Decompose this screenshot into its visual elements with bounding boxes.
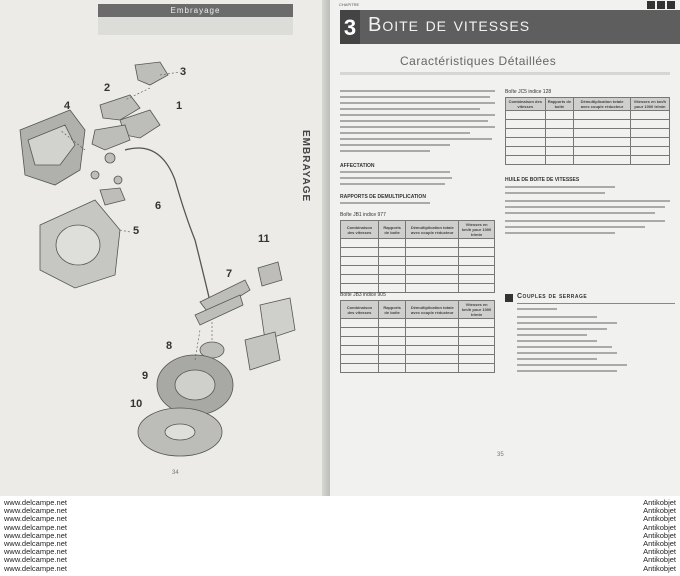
- callout-11: 11: [258, 233, 270, 245]
- col-demultiplication: Démultiplication totale avec couple rédu…: [405, 300, 460, 319]
- watermark-line: Antikobjet: [643, 514, 676, 524]
- section-huile: HUILE DE BOITE DE VITESSES: [505, 177, 580, 183]
- huile-text: [505, 186, 670, 234]
- col-combinaison: Combinaison des vitesses: [340, 300, 379, 319]
- col-vitesses: Vitesses en km/h pour 1000 tr/min: [458, 300, 495, 319]
- watermark-line: www.delcampe.net: [4, 563, 67, 573]
- table-row: [505, 155, 671, 165]
- side-title: EMBRAYAGE: [300, 130, 311, 203]
- table-row: [340, 238, 495, 248]
- couples-title: Couples de serrage: [517, 293, 588, 300]
- watermark-line: Antikobjet: [643, 547, 676, 557]
- section-marker: [505, 294, 513, 302]
- watermark-line: Antikobjet: [643, 555, 676, 565]
- subtitle-underline: [340, 72, 670, 75]
- couples-rule: [517, 303, 675, 304]
- clutch-cable: [124, 147, 213, 311]
- col-combinaison: Combinaison des vitesses: [505, 97, 546, 111]
- table-row: [340, 283, 495, 293]
- watermark-right-column: Antikobjet Antikobjet Antikobjet Antikob…: [643, 498, 676, 573]
- clutch-exploded-diagram: [19, 61, 296, 457]
- watermark-line: Antikobjet: [643, 563, 676, 573]
- callout-9: 9: [142, 370, 149, 382]
- nav-square-3: [667, 1, 675, 9]
- couples-text: [517, 308, 627, 372]
- table-row: [340, 274, 495, 284]
- chapter-title: Boite de vitesses: [368, 14, 531, 36]
- table-row: [340, 354, 495, 364]
- table-row: [340, 318, 495, 328]
- chapter-label: CHAPITRE: [339, 2, 360, 7]
- table-row: [505, 119, 671, 129]
- table-row: [340, 363, 495, 373]
- section-affectation: AFFECTATION: [340, 163, 375, 169]
- table-row: [505, 146, 671, 156]
- table-row: [340, 265, 495, 275]
- callout-2: 2: [104, 82, 111, 94]
- watermark-line: Antikobjet: [643, 498, 676, 507]
- table2-title: Boîte JB3 indice 905: [340, 292, 386, 298]
- watermark-line: www.delcampe.net: [4, 555, 67, 565]
- couples-de-serrage-header: Couples de serrage: [505, 293, 675, 304]
- release-bearing: [257, 261, 283, 287]
- watermark-line: www.delcampe.net: [4, 498, 67, 507]
- table1-title: Boîte JB1 indice 977: [340, 212, 386, 218]
- col-vitesses: Vitesses en km/h pour 1000 tr/min: [629, 97, 671, 111]
- table3-title: Boîte JC5 indice 128: [505, 89, 552, 95]
- table-row: [340, 336, 495, 346]
- watermark-line: Antikobjet: [643, 539, 676, 549]
- watermark-line: www.delcampe.net: [4, 514, 67, 524]
- watermark-line: www.delcampe.net: [4, 547, 67, 557]
- watermark-line: www.delcampe.net: [4, 506, 67, 516]
- table-row: [340, 327, 495, 337]
- col-rapports: Rapports de boîte: [377, 220, 407, 239]
- table-row: [505, 137, 671, 147]
- affectation-text: [340, 171, 452, 185]
- callout-1: 1: [176, 100, 183, 112]
- chapter-number: 3: [340, 10, 360, 44]
- watermark-line: Antikobjet: [643, 522, 676, 532]
- right-page-number: 35: [497, 452, 504, 458]
- rapports-text: [340, 202, 430, 204]
- col-vitesses: Vitesses en km/h pour 1000 tr/min: [458, 220, 495, 239]
- nav-square-2: [657, 1, 665, 9]
- col-demultiplication: Démultiplication totale avec couple rédu…: [405, 220, 460, 239]
- callout-6: 6: [155, 200, 162, 212]
- section-subtitle: Caractéristiques Détaillées: [400, 54, 557, 68]
- left-page-number: 34: [172, 470, 179, 476]
- table-row: [340, 345, 495, 355]
- callout-7: 7: [226, 268, 233, 280]
- col-demultiplication: Démultiplication totale avec couple rédu…: [573, 97, 631, 111]
- left-page-header: Embrayage: [98, 4, 293, 17]
- table-row: [505, 110, 671, 120]
- left-page: Embrayage: [0, 0, 330, 496]
- book-spread: Embrayage: [0, 0, 680, 496]
- watermark-line: Antikobjet: [643, 530, 676, 540]
- section-rapports: RAPPORTS DE DEMULTIPLICATION: [340, 194, 426, 200]
- header-shadow: [98, 17, 293, 35]
- callout-4: 4: [64, 100, 71, 112]
- col-rapports: Rapports de boîte: [544, 97, 575, 111]
- nav-square-1: [647, 1, 655, 9]
- watermark-line: www.delcampe.net: [4, 530, 67, 540]
- callout-10: 10: [130, 398, 143, 410]
- watermark-line: www.delcampe.net: [4, 539, 67, 549]
- table-row: [340, 256, 495, 266]
- callout-3: 3: [180, 66, 187, 78]
- watermark-line: Antikobjet: [643, 506, 676, 516]
- col-rapports: Rapports de boîte: [377, 300, 407, 319]
- intro-text-block: [340, 90, 495, 152]
- chapter-banner: Boite de vitesses: [360, 10, 680, 44]
- table-row: [505, 128, 671, 138]
- watermark-line: www.delcampe.net: [4, 522, 67, 532]
- watermark-left-column: www.delcampe.net www.delcampe.net www.de…: [4, 498, 67, 573]
- callout-5: 5: [133, 225, 140, 237]
- callout-8: 8: [166, 340, 173, 352]
- col-combinaison: Combinaison des vitesses: [340, 220, 379, 239]
- table-row: [340, 247, 495, 257]
- release-fork-part: [134, 61, 169, 86]
